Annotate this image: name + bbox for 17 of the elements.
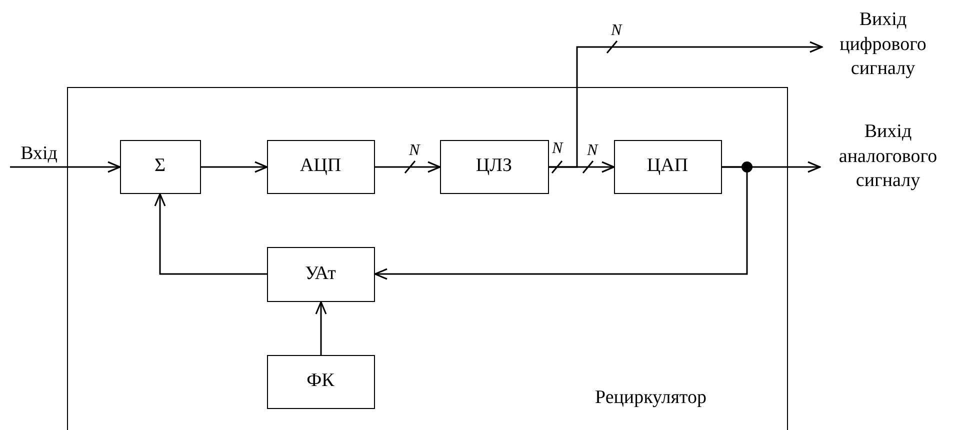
block-box [266, 246, 374, 302]
signal-label: Вхід [10, 141, 68, 168]
block-label: ЦЛЗ [476, 154, 512, 178]
block-box [266, 140, 374, 194]
block-box [440, 140, 548, 194]
block-box [266, 354, 374, 408]
signal-label: Вихід цифрового сигналу [822, 6, 944, 84]
block-label: ФК [306, 369, 334, 394]
block-label: Σ [154, 154, 166, 178]
system-boundary-box [67, 87, 788, 430]
block-box [614, 140, 722, 194]
system-name: Рециркулятор [595, 386, 706, 410]
block-label: УАт [305, 262, 336, 286]
block-label: ЦАП [646, 154, 688, 178]
signal-label: Вихід аналогового сигналу [820, 110, 956, 204]
block-label: АЦП [300, 154, 342, 178]
block-box [120, 140, 200, 194]
